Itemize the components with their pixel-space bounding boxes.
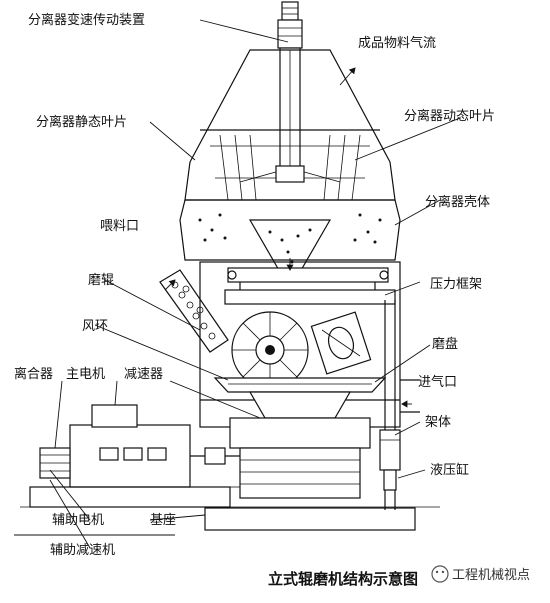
grinding-roller-left — [231, 311, 309, 389]
pressure-frame — [224, 267, 396, 305]
feed-chute — [159, 269, 229, 353]
label-separator-drive: 分离器变速传动装置 — [28, 12, 145, 28]
separator-drive-shaft — [277, 1, 303, 169]
label-separator-dynamic-blades: 分离器动态叶片 — [404, 108, 495, 124]
label-main-motor: 主电机 — [66, 367, 105, 382]
label-base: 基座 — [150, 513, 176, 528]
label-feed-inlet: 喂料口 — [100, 219, 139, 234]
label-wind-ring: 风环 — [82, 319, 108, 334]
diagram-caption: 立式辊磨机结构示意图 — [268, 570, 418, 588]
label-clutch: 离合器 — [14, 366, 53, 382]
label-grinding-roller: 磨辊 — [88, 273, 114, 288]
watermark: 工程机械视点 — [431, 565, 530, 583]
label-air-inlet: 进气口 — [418, 374, 457, 390]
foundation — [20, 486, 440, 531]
label-frame: 架体 — [425, 415, 451, 430]
label-grinding-disc: 磨盘 — [432, 336, 458, 352]
label-separator-shell: 分离器壳体 — [425, 194, 490, 210]
aux-motor — [39, 447, 71, 479]
separator-blades — [219, 134, 361, 201]
label-pressure-frame: 压力框架 — [430, 277, 482, 292]
grinding-table — [213, 377, 387, 419]
watermark-text: 工程机械视点 — [452, 568, 530, 583]
separator-hood — [184, 49, 396, 201]
label-aux-reducer: 辅助减速机 — [50, 543, 115, 558]
main-motor — [69, 404, 240, 488]
support-frame — [379, 300, 401, 510]
reducer-housing — [229, 417, 371, 499]
grinding-roller-right — [310, 311, 372, 375]
label-separator-static-blades: 分离器静态叶片 — [36, 114, 127, 130]
leader-lines — [14, 19, 461, 549]
label-hydraulic-cylinder: 液压缸 — [430, 462, 469, 478]
feed-particles — [171, 281, 216, 340]
label-aux-motor: 辅助电机 — [52, 513, 104, 528]
flow-arrows — [164, 67, 412, 408]
label-product-airflow: 成品物料气流 — [358, 35, 436, 51]
shell-particles — [198, 213, 382, 264]
wechat-icon — [431, 565, 449, 583]
labels: 分离器变速传动装置 成品物料气流 分离器静态叶片 分离器动态叶片 分离器壳体 喂… — [14, 12, 495, 558]
label-reducer: 减速器 — [124, 367, 163, 382]
